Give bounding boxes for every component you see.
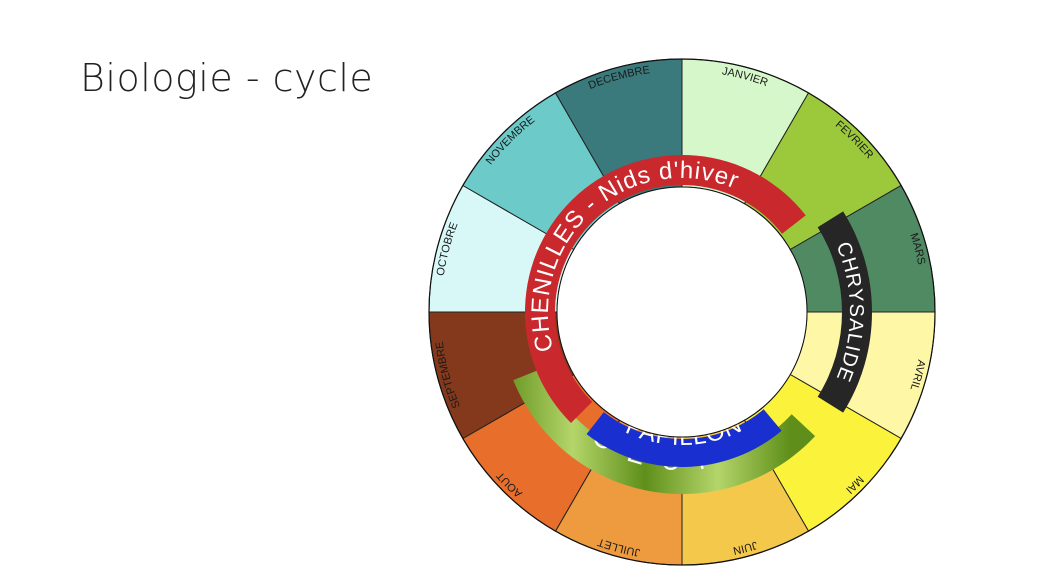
phase-band-oeuf <box>513 368 816 494</box>
phase-band-chrysalide <box>817 211 873 413</box>
center-hole <box>556 186 808 438</box>
outer-rim <box>428 58 936 566</box>
phase-band-papillon <box>586 409 782 468</box>
phase-band-chenilles <box>525 155 806 424</box>
slide-title: Biologie - cycle <box>80 56 374 100</box>
